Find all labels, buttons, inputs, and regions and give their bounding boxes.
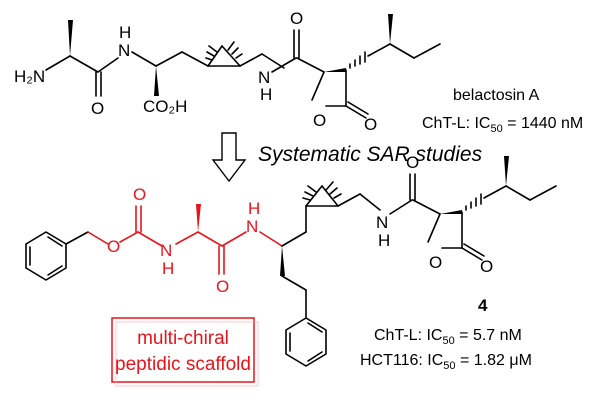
scaffold-line1: multi-chiral [137,328,229,349]
cht-activity: ChT-L: IC50 = 5.7 nM [374,327,522,347]
compound-name: belactosin A [453,87,540,104]
ala-carbonyl-o: O [91,99,104,118]
amide-nh-h: H [248,199,260,218]
h2n-label: H₂N [14,67,45,86]
phenyl-ring [285,317,327,367]
cyclopropane-hash-left-4 [302,185,317,201]
cyclopropane-hash-right [227,41,243,59]
lactone-ring-o-4: O [429,253,442,272]
compound-number: 4 [478,296,488,315]
sar-label: Systematic SAR studies [258,143,483,166]
co2h-wedge [154,66,159,96]
right-nh-h: H [378,231,390,250]
nh1-h: H [119,23,131,42]
cyclopropane-hash-left [205,45,218,61]
right-n: N [376,213,388,232]
lactone-ring-o: O [313,111,326,130]
nh1-n: N [118,41,130,60]
lactone-exo-o-4: O [480,257,493,276]
sar-arrow [211,132,247,183]
belactosin-activity: ChT-L: IC50 = 1440 nM [422,115,583,135]
carbamate-nh-h: H [162,259,174,278]
benzyl-ring [25,231,67,281]
side-chain-hash [349,51,366,69]
side-chain-hash-4 [465,193,482,211]
amide-o: O [216,277,229,296]
scaffold-box [111,317,259,387]
nh2-h: H [260,85,272,104]
right-amide-o: O [406,153,419,172]
carbamate-n: N [160,241,172,260]
compound-4-structure: O O N H O N H [25,153,557,367]
hct-activity: HCT116: IC50 = 1.82 μM [360,352,532,372]
nh2-n: N [258,68,270,87]
amide-n: N [246,217,258,236]
lactone-exo-o: O [364,115,377,134]
carbamate-carbonyl-o: O [133,185,146,204]
carbamate-ester-o: O [107,237,120,256]
co2h-label: CO₂H [143,97,187,116]
amide-o: O [290,9,303,28]
ala-methyl-wedge [68,20,73,56]
cyclopropane-hash-right-4 [325,181,342,199]
scaffold-line2: peptidic scaffold [115,354,251,375]
belactosin-a-structure: H₂N O N H CO₂H [14,9,441,134]
